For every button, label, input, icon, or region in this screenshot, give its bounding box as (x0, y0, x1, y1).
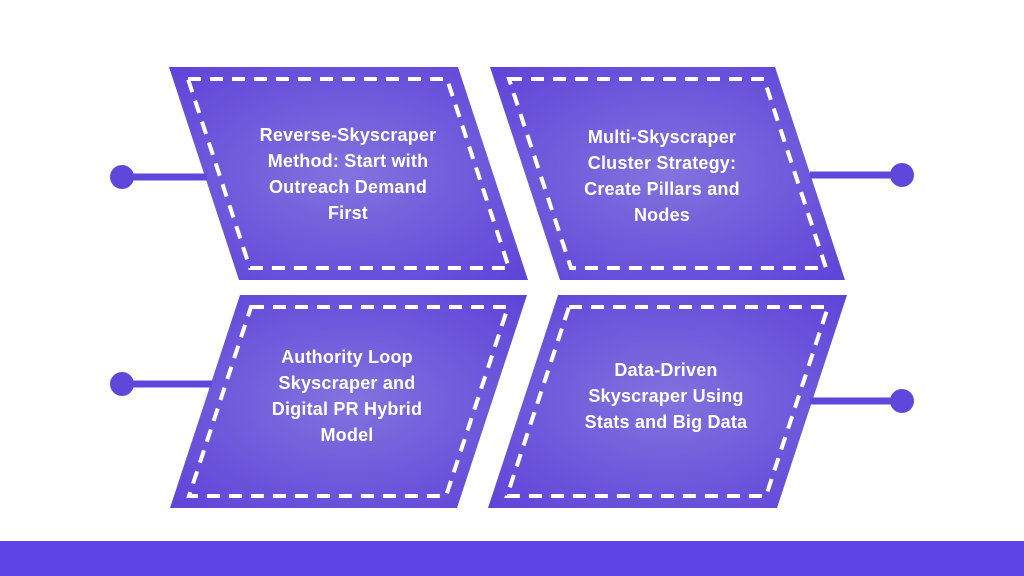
strategy-shape-data-driven (488, 295, 847, 508)
strategy-shape-multi-skyscraper (490, 67, 845, 280)
strategy-shape-reverse-skyscraper (169, 67, 528, 280)
connector-top-right (810, 163, 914, 187)
parallelogram-top-right (490, 67, 845, 280)
dashed-border-bottom-left (186, 305, 511, 498)
footer-bar (0, 541, 1024, 576)
connector-dot-top-right (890, 163, 914, 187)
connector-dot-bottom-right (890, 389, 914, 413)
parallelogram-top-left (169, 67, 528, 280)
dashed-border-top-right (506, 77, 829, 270)
connector-bottom-left (110, 372, 212, 396)
connector-top-left (110, 165, 207, 189)
parallelogram-bottom-left (170, 295, 527, 508)
connector-bottom-right (810, 389, 914, 413)
connector-dot-bottom-left (110, 372, 134, 396)
parallelogram-bottom-right (488, 295, 847, 508)
connector-dot-top-left (110, 165, 134, 189)
strategy-shape-authority-loop (170, 295, 527, 508)
